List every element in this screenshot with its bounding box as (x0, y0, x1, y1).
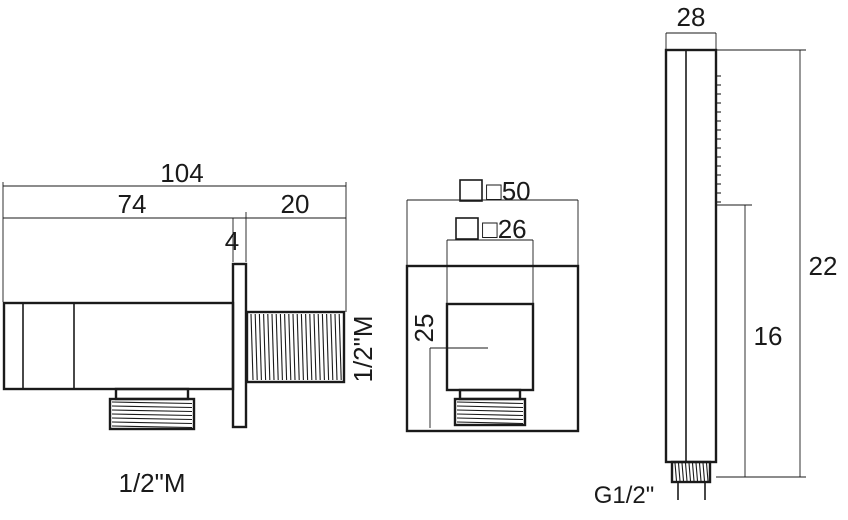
thread-line (330, 313, 334, 381)
connector-thread-label: G1/2" (594, 482, 655, 509)
thread-line (681, 462, 685, 482)
bottom-outlet-collar (114, 387, 190, 401)
bottom-thread-label: 1/2"M (118, 468, 185, 498)
front-outlet-collar (458, 388, 522, 401)
thread-line (284, 313, 288, 381)
side-thread-label: 1/2"M (348, 315, 378, 382)
thread-line (456, 405, 524, 409)
thread-line (254, 313, 258, 381)
outer-square-symbol-icon (459, 179, 483, 202)
outer-square-label: □50 (486, 176, 531, 206)
thread-line (326, 313, 330, 381)
thread-line (677, 462, 681, 482)
thread-line (698, 462, 702, 482)
connector-thread-hatching (674, 462, 709, 482)
thread-line (456, 421, 524, 425)
thread-line (456, 409, 524, 413)
thread-line (309, 313, 313, 381)
side-thread-hatching (250, 313, 342, 381)
thread-line (338, 313, 342, 381)
side-view: 104 74 20 4 1/2"M 1/2"M (2, 158, 378, 498)
thread-line (684, 462, 688, 482)
thread-line (292, 313, 296, 381)
thread-line (111, 425, 193, 429)
thread-line (111, 413, 193, 417)
handset-view: 28 G1/2" 22 16 (594, 2, 838, 509)
thread-line (111, 417, 193, 421)
thread-line (267, 313, 271, 381)
handset-connector (670, 460, 712, 484)
bottom-thread-hatching (111, 401, 193, 429)
thread-line (695, 462, 699, 482)
thread-line (250, 313, 254, 381)
thread-length-label: 20 (281, 189, 310, 219)
thread-line (334, 313, 338, 381)
thread-line (674, 462, 678, 482)
body-length-label: 74 (118, 189, 147, 219)
thread-line (456, 413, 524, 417)
thread-line (111, 421, 193, 425)
thread-line (275, 313, 279, 381)
inner-square-body (445, 302, 535, 392)
spray-nozzles (716, 75, 721, 203)
thread-line (321, 313, 325, 381)
total-length-label: 22 (809, 251, 838, 281)
elbow-body (2, 301, 235, 391)
thread-line (263, 313, 267, 381)
handle-length-label: 16 (754, 321, 783, 351)
handset-width-label: 28 (677, 2, 706, 32)
outlet-height-label: 25 (409, 314, 439, 343)
thread-line (279, 313, 283, 381)
front-thread-hatching (456, 401, 524, 425)
thread-line (111, 405, 193, 409)
thread-line (288, 313, 292, 381)
thread-line (705, 462, 709, 482)
thread-line (258, 313, 262, 381)
thread-line (313, 313, 317, 381)
thread-line (317, 313, 321, 381)
thread-line (305, 313, 309, 381)
thread-line (688, 462, 692, 482)
outer-square-plate (405, 264, 580, 433)
inner-square-label: □26 (482, 214, 527, 244)
handset-body (664, 48, 718, 464)
side-threaded-stub (245, 310, 346, 384)
thread-line (271, 313, 275, 381)
thread-line (300, 313, 304, 381)
thread-line (296, 313, 300, 381)
front-view: □50 □26 25 (405, 176, 580, 433)
overall-length-label: 104 (160, 158, 203, 188)
inner-square-symbol-icon (455, 217, 479, 240)
thread-line (111, 409, 193, 413)
thread-line (111, 401, 193, 405)
thread-line (702, 462, 706, 482)
thread-line (456, 417, 524, 421)
flange-thickness-label: 4 (225, 226, 239, 256)
front-threaded-outlet (453, 397, 527, 427)
bottom-threaded-outlet (108, 397, 196, 431)
thread-line (456, 401, 524, 405)
thread-line (691, 462, 695, 482)
wall-flange (231, 262, 248, 429)
